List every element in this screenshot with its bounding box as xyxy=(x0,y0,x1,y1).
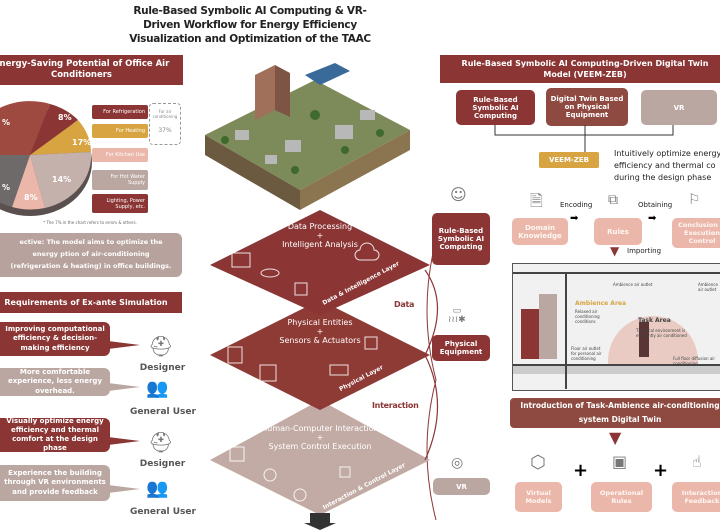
cube-icon: ⬡ xyxy=(530,452,546,473)
task-area-label: Task Area xyxy=(638,317,671,324)
data-flow-arrow xyxy=(424,269,439,356)
side-rule-based: Rule-Based Symbolic AI Computing xyxy=(432,213,490,265)
legend-lighting: Lighting, Power Supply, etc. xyxy=(92,194,148,213)
side-vr: VR xyxy=(433,478,490,495)
rules-flow-icon: ⧉ xyxy=(608,192,618,208)
diagram-note: The local environment is efficiently air… xyxy=(636,328,687,338)
rules-box: Rules xyxy=(594,218,642,245)
interaction-control-layer xyxy=(210,400,430,515)
pie-label: 14% xyxy=(52,175,71,184)
component-digital-twin: Digital Twin Based on Physical Equipment xyxy=(546,88,628,126)
down-arrow xyxy=(304,513,336,530)
side-bracket xyxy=(426,240,437,520)
requirement-bubble: More comfortable experience, less energy… xyxy=(0,368,140,396)
layer-text: Data Processing+Intelligent Analysis xyxy=(282,222,358,249)
obtaining-label: Obtaining xyxy=(638,201,673,209)
pie-slice-kitchen xyxy=(12,155,45,210)
component-vr: VR xyxy=(641,90,717,125)
ac-group-box: For air conditioning 37% xyxy=(149,103,181,145)
city-model-illustration xyxy=(205,63,410,210)
legend-refrigeration: For Refrigeration xyxy=(92,105,148,119)
plus-sign: + xyxy=(573,460,589,481)
conclusion-box: Conclusion & Execution Control xyxy=(672,218,720,248)
layer-stack xyxy=(210,210,439,530)
page-title: Rule-Based Symbolic AI Computing & VR- D… xyxy=(129,5,371,45)
taac-section-diagram: Ambience Area Task Area Relaxed air cond… xyxy=(512,263,720,391)
role-label: General User xyxy=(130,407,196,417)
veem-zeb-header: Rule-Based Symbolic AI Computing-Driven … xyxy=(440,55,720,83)
side-physical-equipment: Physical Equipment xyxy=(432,335,490,361)
output-operational-rules: Operational Rules xyxy=(591,482,652,512)
designer-icon: ⛑ xyxy=(148,334,174,358)
vr-headset-icon: ◎ xyxy=(451,455,464,471)
connector-lines xyxy=(494,125,674,152)
layer-text: Physical Entities+Sensors & Actuators xyxy=(279,318,361,345)
diagram-note: Ambience air outlet xyxy=(613,282,653,287)
encoding-arrow: ➡ xyxy=(570,213,579,224)
interaction-flow-label: Interaction xyxy=(372,401,419,410)
down-arrow: ▼ xyxy=(609,428,622,447)
pie-label: 8% xyxy=(58,113,72,122)
data-flow-label: Data xyxy=(394,300,415,309)
designer-icon: ⛑ xyxy=(148,430,174,454)
domain-knowledge-box: Domain Knowledge xyxy=(512,218,568,245)
physical-layer xyxy=(210,300,430,410)
layer-text: Human-Computer Interaction+System Contro… xyxy=(261,424,379,451)
document-icon: 🗎 xyxy=(530,191,543,210)
requirement-bubble: Experience the building through VR envir… xyxy=(0,465,140,501)
role-label: General User xyxy=(130,507,196,517)
rules-chart-icon: ▣ xyxy=(612,452,628,471)
intro-bar: Introduction of Task-Ambience air-condit… xyxy=(510,398,720,428)
pie-slice-large xyxy=(0,101,50,155)
role-label: Designer xyxy=(139,363,186,373)
flag-icon: ⚐ xyxy=(688,192,701,208)
legend-hot-water: For Hot Water Supply xyxy=(92,170,148,190)
interaction-flow-arrow xyxy=(424,354,438,461)
plus-sign: + xyxy=(653,460,669,481)
diagram-note: Floor air outlet for personal air condit… xyxy=(571,346,602,361)
pie-slice-refrigeration xyxy=(30,104,78,155)
air-conditioner-icon: ▭≀≀≀✱ xyxy=(448,306,466,325)
pie-label: 17% xyxy=(72,138,91,147)
pie-slice-hot-water xyxy=(30,152,92,208)
legend-kitchen: For Kitchen Use xyxy=(92,148,148,162)
requirement-bubble: Visually optimize energy efficiency and … xyxy=(0,417,140,452)
veem-zeb-badge: VEEM-ZEB xyxy=(539,152,599,168)
veem-description: Intuitively optimize energy efficiency a… xyxy=(614,149,720,182)
ambience-area-label: Ambience Area xyxy=(575,300,627,307)
diagram-note: Ambience air outlet xyxy=(698,282,718,292)
energy-pie-chart: % 8% 17% 14% 8% % xyxy=(0,101,92,216)
brain-head-icon: ☺ xyxy=(450,185,467,204)
importing-label: Importing xyxy=(627,247,662,255)
objective-box: ective: The model aims to optimize the e… xyxy=(0,233,182,277)
importing-arrow: ▼ xyxy=(610,244,620,258)
touch-icon: ☝ xyxy=(692,452,702,471)
pie-label: % xyxy=(2,118,10,127)
data-intelligence-layer xyxy=(210,210,430,315)
output-interaction-feedback: Interaction Feedback xyxy=(672,482,720,512)
pie-footnote: * The 7% in the chart refers to errors &… xyxy=(43,220,137,225)
energy-saving-header: Energy-Saving Potential of Office Air Co… xyxy=(0,55,183,85)
requirements-header: Requirements of Ex-ante Simulation xyxy=(0,292,182,313)
role-label: Designer xyxy=(139,459,186,469)
requirement-bubble: Improving computational efficiency & dec… xyxy=(0,322,140,356)
pie-slice-other xyxy=(0,155,30,207)
diagram-note: Relaxed air conditioning conditions xyxy=(575,309,600,324)
users-icon: 👥 xyxy=(146,478,169,499)
obtaining-arrow: ➡ xyxy=(648,213,657,224)
pie-label: % xyxy=(2,183,10,192)
diagram-note: Full floor diffusion air conditioning xyxy=(673,356,716,366)
encoding-label: Encoding xyxy=(560,201,593,209)
pie-slice-heating xyxy=(30,120,91,155)
component-rule-based: Rule-Based Symbolic AI Computing xyxy=(456,90,535,125)
legend-heating: For Heating xyxy=(92,124,148,138)
pie-label: 8% xyxy=(24,193,38,202)
output-virtual-models: Virtual Models xyxy=(515,482,562,512)
users-icon: 👥 xyxy=(146,378,169,399)
